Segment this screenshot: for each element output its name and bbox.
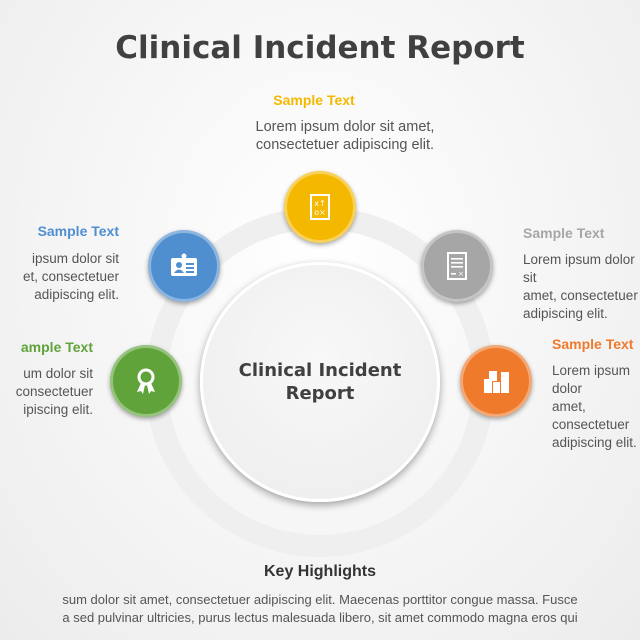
center-label: Clinical Incident Report [238, 360, 402, 404]
buildings-icon [484, 371, 509, 393]
node-id [148, 230, 220, 302]
key-highlights-text: sum dolor sit amet, consectetuer adipisc… [62, 592, 578, 625]
svg-text:o×: o× [314, 208, 326, 217]
svg-text:×: × [458, 270, 464, 278]
item-body: um dolor sit consectetuer ipiscing elit. [15, 366, 93, 417]
item-body: Lorem ipsum dolor sit amet, consectetuer… [255, 119, 435, 153]
item-title: Sample Text [273, 92, 355, 108]
award-ribbon-icon [137, 368, 155, 394]
id-badge-icon [171, 253, 197, 276]
node-award [110, 345, 182, 417]
item-title: Sample Text [37, 223, 119, 239]
item-body: Lorem ipsum dolor sit amet, consectetuer… [523, 252, 638, 321]
center-circle: Clinical Incident Report [200, 262, 440, 502]
key-highlights-title: Key Highlights [263, 563, 376, 580]
svg-text:x↑: x↑ [314, 199, 325, 208]
item-body: ipsum dolor sit et, consectetuer adipisc… [22, 251, 119, 302]
node-document: × [421, 230, 493, 302]
node-buildings [460, 345, 532, 417]
item-title: ample Text [20, 339, 93, 355]
strategy-board-icon: x↑o× [310, 194, 330, 220]
item-title: Sample Text [552, 336, 634, 352]
item-body: Lorem ipsum dolor amet, consectetuer adi… [552, 363, 637, 450]
item-title: Sample Text [523, 225, 605, 241]
node-strategy: x↑o× [284, 171, 356, 243]
document-icon: × [447, 252, 467, 280]
slide-title: Clinical Incident Report [115, 30, 525, 66]
